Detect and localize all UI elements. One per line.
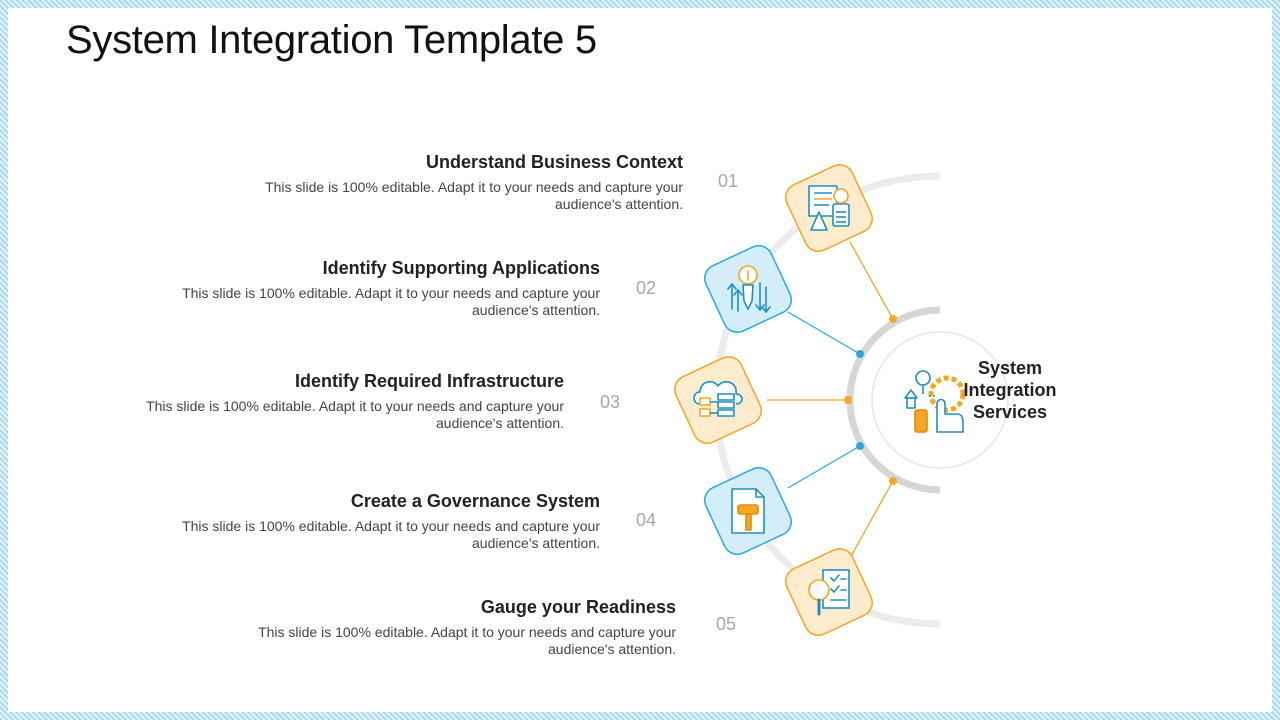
page-title: System Integration Template 5	[66, 18, 597, 62]
step-description-line: audience's attention.	[472, 535, 600, 551]
step-tile-5	[785, 548, 873, 636]
step-description-line: This slide is 100% editable. Adapt it to…	[182, 518, 600, 534]
step-text-1: Understand Business Context This slide i…	[265, 152, 683, 213]
step-description-line: This slide is 100% editable. Adapt it to…	[258, 624, 676, 640]
connector-dot-5	[889, 477, 897, 485]
step-description-line: This slide is 100% editable. Adapt it to…	[265, 179, 683, 195]
step-text-2: Identify Supporting Applications This sl…	[182, 258, 600, 319]
step-description: This slide is 100% editable. Adapt it to…	[146, 398, 564, 432]
step-description-line: audience's attention.	[436, 415, 564, 431]
step-description-line: audience's attention.	[472, 302, 600, 318]
step-number: 04	[636, 510, 657, 530]
step-heading: Gauge your Readiness	[480, 597, 676, 617]
step-tile-2	[704, 245, 792, 333]
connector-1	[849, 241, 894, 320]
step-description: This slide is 100% editable. Adapt it to…	[182, 518, 600, 552]
step-number: 03	[600, 392, 621, 412]
step-heading: Understand Business Context	[425, 152, 683, 172]
step-description: This slide is 100% editable. Adapt it to…	[265, 179, 683, 213]
step-description-line: This slide is 100% editable. Adapt it to…	[146, 398, 564, 414]
step-text-3: Identify Required Infrastructure This sl…	[146, 371, 564, 432]
slide	[8, 8, 1272, 712]
step-heading: Create a Governance System	[350, 491, 600, 511]
connector-dot-4	[856, 442, 864, 450]
magnifier-checklist-icon	[808, 569, 850, 616]
step-description: This slide is 100% editable. Adapt it to…	[258, 624, 676, 658]
connector-dot-3	[844, 396, 852, 404]
step-number: 05	[716, 614, 737, 634]
connector-4	[787, 445, 861, 489]
connector-5	[849, 480, 894, 559]
report-calculator-icon	[808, 185, 850, 231]
connector-dot-1	[889, 315, 897, 323]
step-description-line: This slide is 100% editable. Adapt it to…	[182, 285, 600, 301]
lightbulb-arrows-icon	[727, 265, 771, 314]
step-text-4: Create a Governance System This slide is…	[182, 491, 600, 552]
integration-services-icon	[904, 370, 966, 433]
step-description: This slide is 100% editable. Adapt it to…	[182, 285, 600, 319]
step-heading: Identify Supporting Applications	[322, 258, 600, 278]
center-label: System Integration Services	[963, 358, 1057, 422]
step-text-5: Gauge your Readiness This slide is 100% …	[258, 597, 676, 658]
step-tile-1	[785, 164, 873, 252]
step-tile-3	[674, 356, 762, 444]
cloud-server-icon	[693, 380, 743, 417]
connector-dot-2	[856, 350, 864, 358]
document-gavel-icon	[731, 488, 765, 534]
step-number: 01	[718, 171, 739, 191]
step-tile-4	[704, 467, 792, 555]
connector-2	[787, 311, 861, 355]
step-description-line: audience's attention.	[548, 641, 676, 657]
step-description-line: audience's attention.	[555, 196, 683, 212]
step-number: 02	[636, 278, 657, 298]
step-heading: Identify Required Infrastructure	[294, 371, 564, 391]
